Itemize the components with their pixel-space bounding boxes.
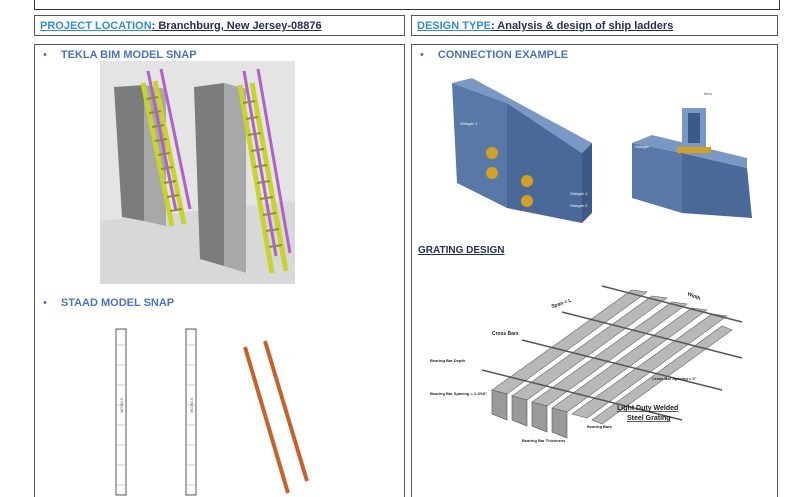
conn-label-3: Stringer 2	[570, 203, 588, 208]
connection-example-image: Stringer 1 Stringer 1 Stringer 2 Stringe…	[452, 78, 752, 223]
top-frame	[34, 0, 780, 10]
grating-label-cross-bars: Cross Bars	[492, 331, 519, 337]
staad-section-title: •STAAD MODEL SNAP	[43, 297, 175, 309]
tekla-model-image	[100, 61, 295, 284]
grating-section-title: GRATING DESIGN	[418, 245, 505, 256]
grating-label-span: Span = L	[551, 298, 573, 310]
project-location-value: : Branchburg, New Jersey-08876	[151, 20, 322, 32]
conn-label-1: Stringer 1	[460, 121, 478, 126]
design-type-value: : Analysis & design of ship ladders	[490, 20, 674, 32]
project-location-label: PROJECT LOCATION	[40, 20, 152, 32]
grating-label-cross-spacing: Cross Bar Spacing = 4"	[652, 376, 697, 381]
connection-section-title: •CONNECTION EXAMPLE	[420, 49, 569, 61]
project-location-header: PROJECT LOCATION: Branchburg, New Jersey…	[34, 15, 405, 36]
conn-label-4: Stringer	[635, 144, 650, 149]
conn-label-2: Stringer 1	[570, 191, 588, 196]
grating-label-bearing-thickness: Bearing Bar Thickness	[522, 438, 566, 443]
left-panel: •TEKLA BIM MODEL SNAP	[34, 44, 405, 497]
grating-label-bearing-spacing: Bearing Bar Spacing = 1-3/16"	[430, 391, 487, 396]
staad-model-image: MCM4.5 MCM4.5	[115, 328, 309, 496]
grating-label-width: Width	[686, 291, 701, 302]
design-type-header: DESIGN TYPE: Analysis & design of ship l…	[411, 15, 778, 36]
grating-design-image: Span = L Width Cross Bars Bearing Bar De…	[430, 285, 743, 443]
grating-label-bearing-bars: Bearing Bars	[587, 424, 613, 429]
member-label-2: MCM4.5	[189, 397, 194, 413]
grating-caption-line1: Light Duty Welded	[617, 405, 678, 412]
right-panel: •CONNECTION EXAMPLE Stringer 1 Stringer …	[411, 44, 778, 497]
tekla-section-title: •TEKLA BIM MODEL SNAP	[43, 49, 197, 61]
grating-caption-line2: Steel Grating	[627, 415, 671, 422]
design-type-label: DESIGN TYPE	[417, 20, 491, 32]
member-label-1: MCM4.5	[119, 397, 124, 413]
grating-label-bearing-depth: Bearing Bar Depth	[430, 358, 466, 363]
conn-label-5: Item	[704, 91, 712, 96]
